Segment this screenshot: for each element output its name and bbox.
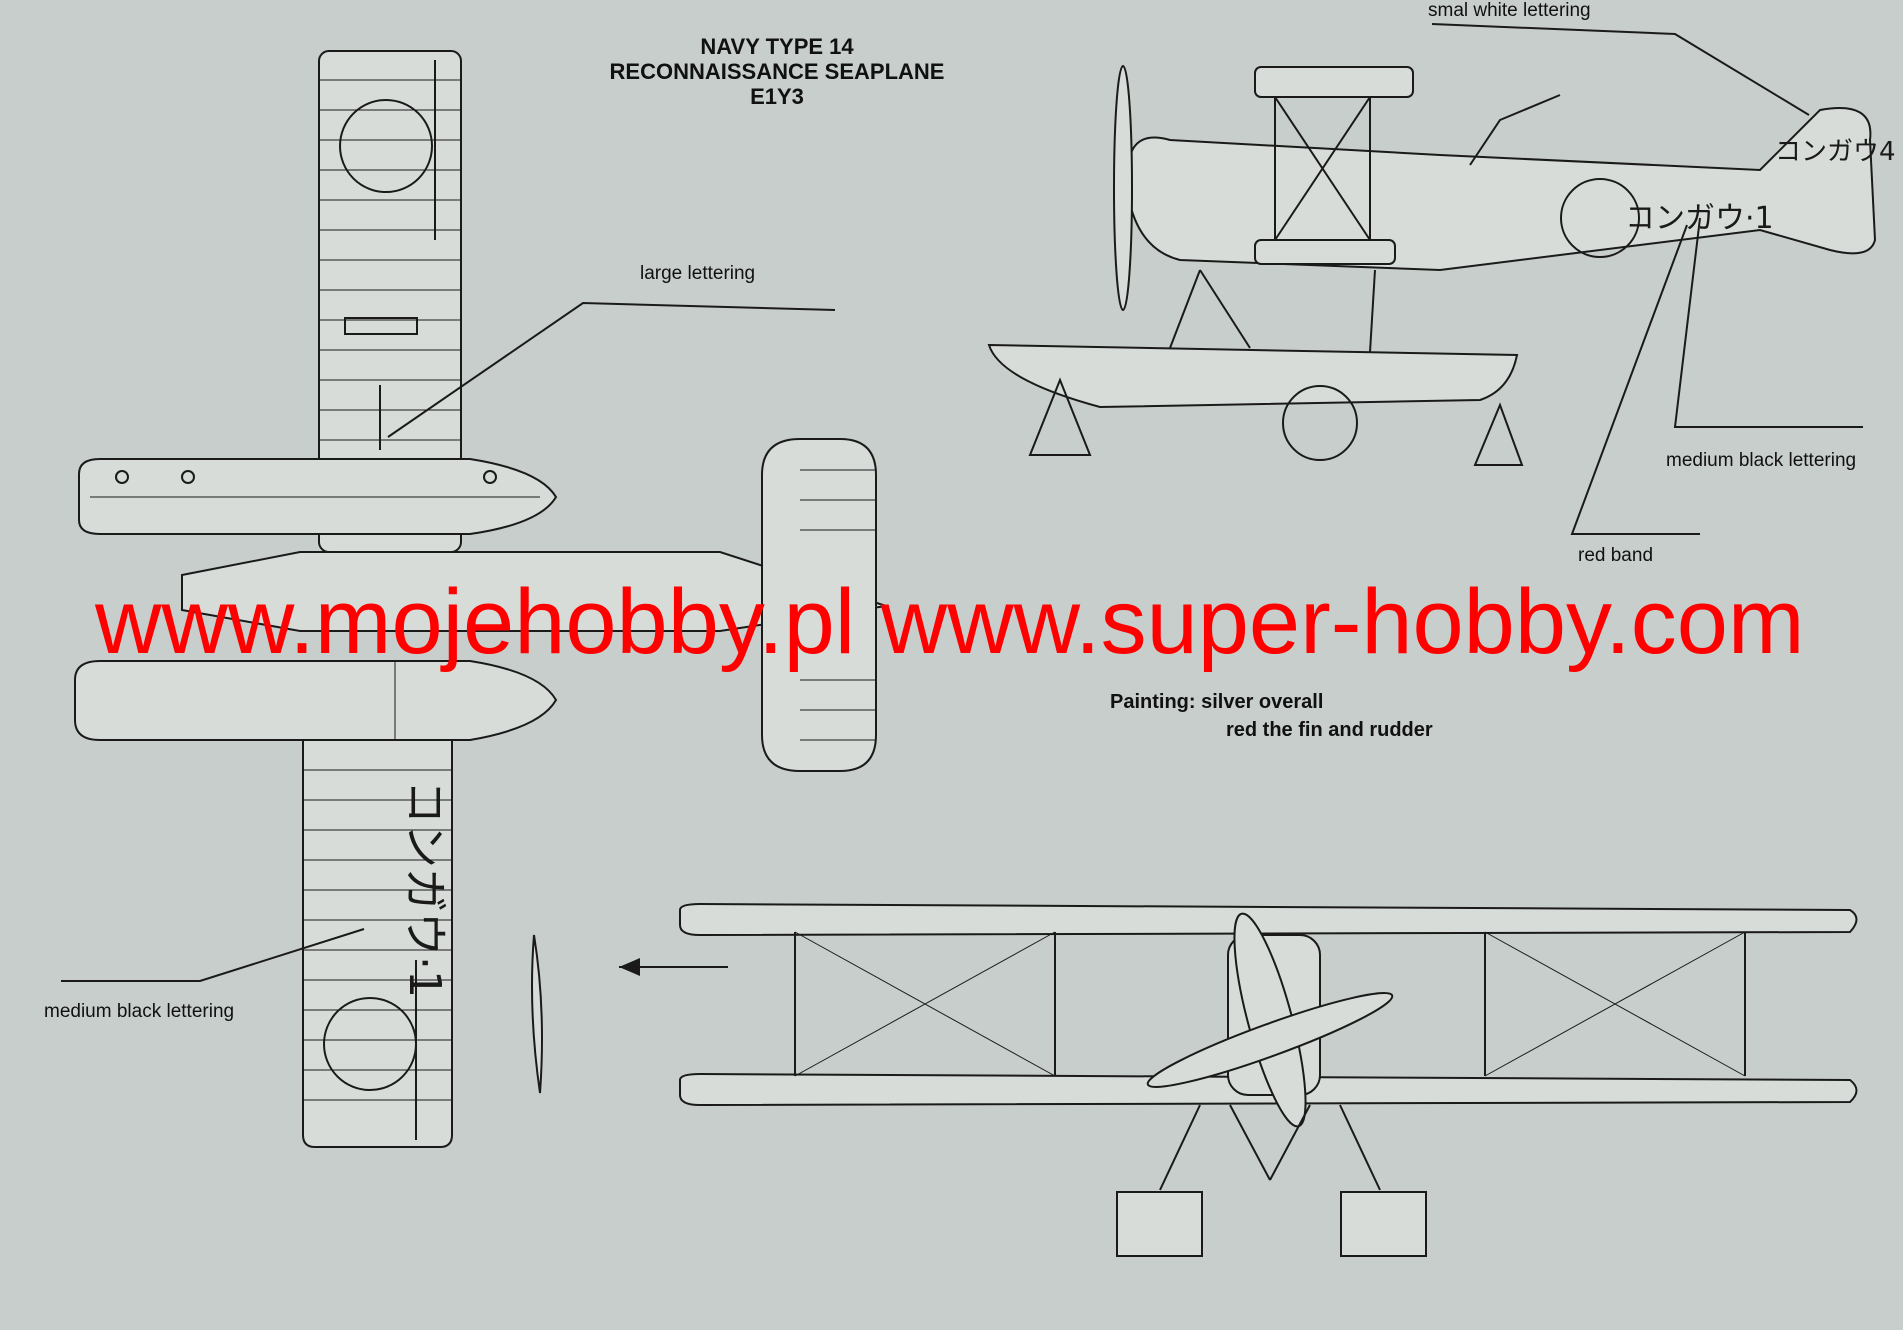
painting-line-2: red the fin and rudder <box>1226 719 1433 741</box>
svg-text:コンガウ·1: コンガウ·1 <box>399 780 450 998</box>
label-medium-black-lettering-right: medium black lettering <box>1666 450 1857 471</box>
label-red-band: red band <box>1578 545 1654 566</box>
top-view: ク コンガウ·1 <box>74 50 887 1148</box>
title-line-1: NAVY TYPE 14 <box>700 34 854 59</box>
drawing-title: NAVY TYPE 14 RECONNAISSANCE SEAPLANE E1Y… <box>600 34 954 109</box>
svg-text:コンガウ4: コンガウ4 <box>1775 137 1896 167</box>
label-medium-black-lettering-left: medium black lettering <box>44 1001 235 1022</box>
label-large-lettering: large lettering <box>640 263 756 284</box>
painting-line-1: Painting: silver overall <box>1110 691 1324 713</box>
label-small-white-lettering: smal white lettering <box>1428 0 1591 21</box>
leader-lines <box>61 23 1863 982</box>
title-line-3: E1Y3 <box>750 84 804 109</box>
watermark: www.mojehobby.pl www.super-hobby.com <box>95 571 1805 673</box>
front-view <box>679 902 1858 1257</box>
title-line-2: RECONNAISSANCE SEAPLANE <box>609 59 945 84</box>
side-view: コンガウ·1 コンガウ4 <box>987 65 1896 466</box>
